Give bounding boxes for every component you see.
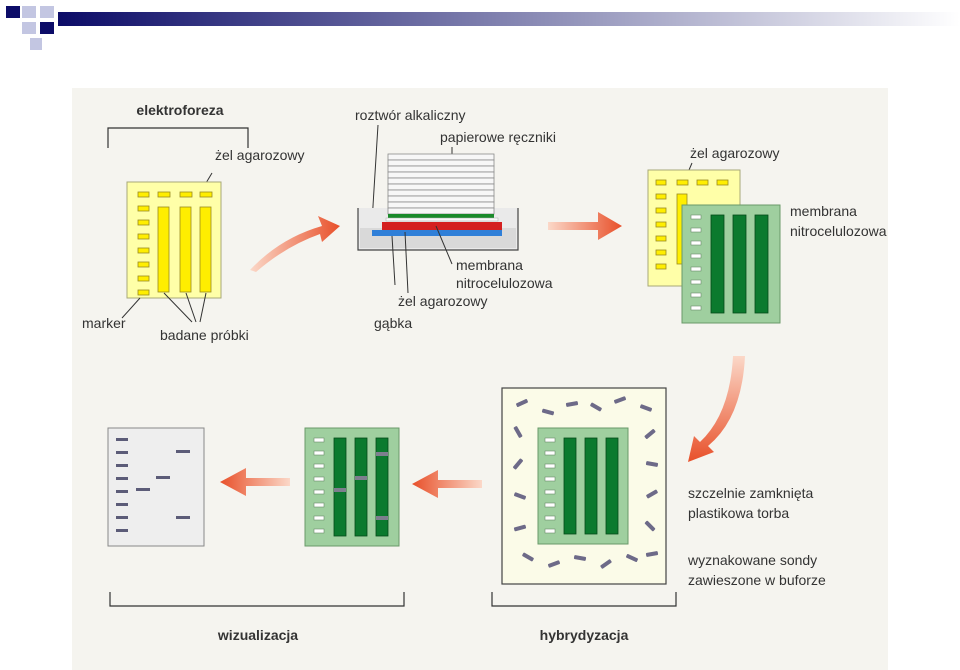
paper-towel-stack	[387, 153, 495, 215]
label-hybrydyzacja: hybrydyzacja	[540, 627, 629, 643]
label-badane-probki: badane próbki	[160, 327, 249, 343]
membrane-layer	[388, 214, 494, 218]
label-wizualizacja: wizualizacja	[217, 627, 298, 643]
label-membrana-right-1: membrana	[790, 203, 857, 219]
autoradiogram	[107, 427, 205, 547]
label-elektroforeza: elektroforeza	[136, 102, 223, 118]
label-marker: marker	[82, 315, 126, 331]
label-sondy-1: wyznakowane sondy	[687, 552, 817, 568]
membrane-in-bag	[537, 427, 629, 545]
arrow-right-2	[548, 212, 622, 240]
arrow-left-4	[412, 470, 482, 498]
header-square	[22, 22, 36, 34]
header-square	[40, 22, 54, 34]
label-torba-1: szczelnie zamknięta	[688, 485, 813, 501]
transfer-setup	[357, 153, 519, 251]
nitrocellulose-membrane-3	[681, 204, 781, 324]
header-square	[22, 6, 36, 18]
electrophoresis-bracket	[107, 127, 249, 148]
visualization-bracket	[109, 592, 405, 607]
label-zel-agarozowy-3: żel agarozowy	[690, 145, 780, 161]
header-square	[6, 6, 20, 18]
gel-layer-red	[382, 222, 502, 230]
label-zel-agarozowy-2: żel agarozowy	[398, 293, 488, 309]
membrane-with-bands	[304, 427, 400, 547]
label-gabka: gąbka	[374, 315, 412, 331]
hybridization-bag	[501, 387, 667, 585]
header-decoration	[6, 6, 960, 50]
labeled-probes	[513, 396, 659, 569]
leader-line	[371, 124, 379, 223]
agarose-gel-1	[126, 181, 222, 299]
label-torba-2: plastikowa torba	[688, 505, 789, 521]
label-membrana-right-2: nitrocelulozowa	[790, 223, 887, 239]
hybridized-bands	[334, 452, 388, 520]
label-membrana-mid-2: nitrocelulozowa	[456, 275, 553, 291]
sponge-layer-blue	[372, 230, 502, 236]
leader-lines-samples	[121, 292, 207, 323]
label-papierowe-reczniki: papierowe ręczniki	[440, 129, 556, 145]
arrow-curved-3	[688, 356, 745, 462]
label-zel-agarozowy-1: żel agarozowy	[215, 147, 305, 163]
label-membrana-mid-1: membrana	[456, 257, 523, 273]
arrow-curved-1	[250, 216, 340, 272]
header-square	[40, 6, 54, 18]
label-roztwor-alkaliczny: roztwór alkaliczny	[355, 107, 465, 123]
leader-lines-transfer	[391, 225, 453, 294]
label-sondy-2: zawieszone w buforze	[688, 572, 826, 588]
header-square	[30, 38, 42, 50]
arrow-left-5	[220, 468, 290, 496]
hybridization-bracket	[491, 592, 677, 607]
header-gradient-bar	[58, 12, 960, 26]
slide-header-bar	[0, 0, 960, 56]
